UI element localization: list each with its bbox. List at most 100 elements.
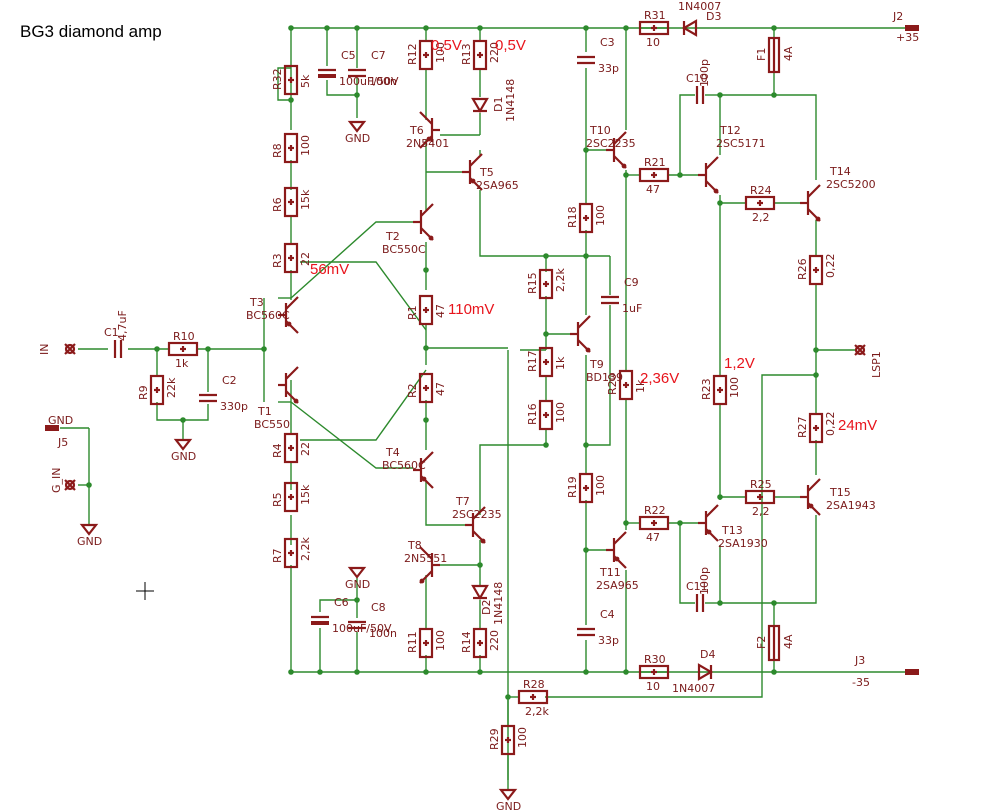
resistor-value: 15k [299,189,312,210]
wire [300,261,427,331]
diode-type: 1N4148 [504,79,517,122]
transistor-name: T3 [249,296,264,309]
resistor-value: 2,2k [554,268,567,292]
connector-g-in-label: G_IN [50,468,63,494]
ground-symbol: GND [171,438,196,463]
terminal-in [64,343,76,355]
connector-pin [905,25,919,31]
wire [679,94,695,175]
connector-j3-value: -35 [852,676,870,689]
wire [319,599,357,612]
resistor-name: R17 [526,350,539,372]
capacitor-value: 330p [220,400,248,413]
transistor-name: T13 [721,524,743,537]
junction-dot [423,267,429,273]
junction-dot [771,92,777,98]
resistor-value: 47 [434,304,447,318]
diode-name: D2 [480,600,493,615]
transistor-name: T2 [385,230,400,243]
connector-j2-value: +35 [896,31,919,44]
fuse-name: F2 [755,636,768,649]
junction-dot [205,346,211,352]
junction-dot [583,25,589,31]
wire [290,401,413,469]
resistor-name: R31 [644,9,666,22]
junction-dot [288,25,294,31]
capacitor-value: 33p [598,634,619,647]
ground-symbol: GND [345,120,370,145]
junction-dot [288,669,294,675]
transistor-type: 2SA1943 [826,499,876,512]
resistor-value: 100 [728,377,741,398]
connector-gnd-label: GND [48,414,73,427]
resistor-value: 1k [554,356,567,370]
capacitor-name: C7 [371,49,386,62]
resistor-r23: R23 100 [700,374,741,406]
transistor-name: T9 [589,358,604,371]
voltage-annotation: 24mV [838,417,877,434]
junction-dot [623,172,629,178]
capacitor-value: 1uF [622,302,642,315]
diode-name: D3 [706,10,721,23]
connector-lsp1-label: LSP1 [870,351,883,378]
voltage-annotation: 0,5V [431,37,462,54]
capacitor-name: C1 [104,326,119,339]
junction-dot [505,694,511,700]
junction-dot [543,442,549,448]
resistor-name: R23 [700,378,713,400]
resistor-value: 2,2 [752,211,770,224]
connector-j5-label: J5 [57,436,68,449]
connector-j3-label: J3 [854,654,865,667]
resistor-name: R5 [271,492,284,507]
resistor-name: R10 [173,330,195,343]
junction-dot [543,253,549,259]
wires [60,25,912,790]
ground-symbol: GND [496,788,521,811]
junction-dot [477,562,483,568]
resistor-value: 1k [634,379,647,393]
ground-label: GND [496,800,521,811]
transistor-type: 2SA965 [596,579,639,592]
fuse-value: 4A [782,634,795,649]
resistor-value: 5k [299,74,312,88]
wire [679,523,695,604]
resistor-name: R15 [526,272,539,294]
transistor-type: 2SC5171 [716,137,766,150]
resistor-value: 15k [299,484,312,505]
resistor-name: R18 [566,206,579,228]
ground-label: GND [345,578,370,591]
capacitor-name: C11 [686,580,708,593]
capacitor-c4: C4 33p [577,608,619,647]
junction-dot [583,547,589,553]
resistor-name: R21 [644,156,666,169]
transistor-name: T10 [589,124,611,137]
junction-dot [543,331,549,337]
capacitor-name: C4 [600,608,615,621]
resistor-name: R22 [644,504,666,517]
capacitor-value: 100uF/50V [339,75,399,88]
resistor-value: 100 [299,135,312,156]
resistor-value: 47 [646,183,660,196]
resistor-value: 22 [299,252,312,266]
